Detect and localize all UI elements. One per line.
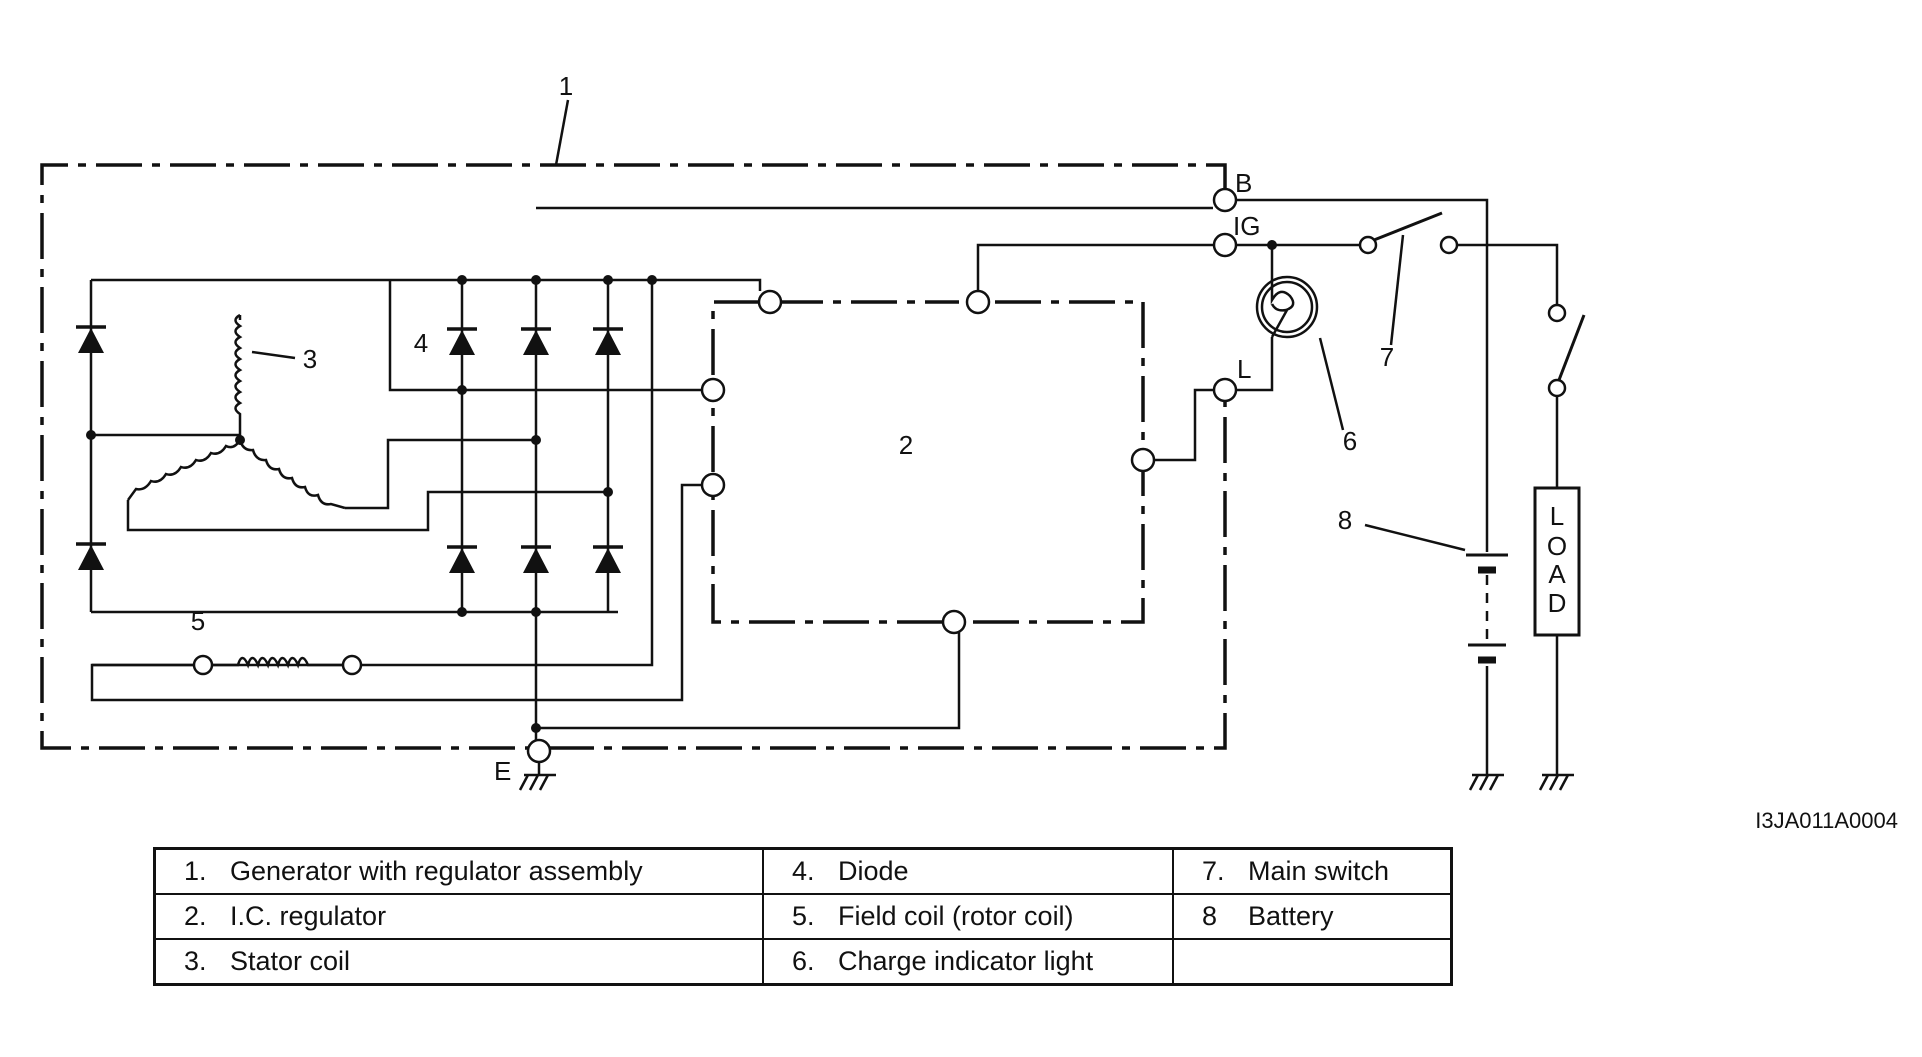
legend-cell: 6.Charge indicator light: [762, 938, 1174, 986]
callout-generator: 1: [559, 71, 573, 101]
wiring: [89, 198, 1559, 775]
callout-regulator: 2: [899, 430, 913, 460]
legend-cell: 7.Main switch: [1172, 847, 1453, 895]
legend-text: Diode: [838, 856, 909, 886]
callout-main-switch: 7: [1380, 342, 1394, 372]
field-coil: [92, 654, 363, 676]
callout-stator-coil: 3: [303, 344, 317, 374]
regulator-boundary: [711, 300, 1145, 624]
legend-text: Main switch: [1248, 856, 1390, 886]
generator-boundary: [40, 163, 1227, 750]
terminal-label-e: E: [494, 756, 511, 786]
legend-text: Charge indicator light: [838, 946, 1094, 976]
main-switch: [1358, 211, 1459, 255]
load-letter: L: [1550, 501, 1564, 531]
callout-field-coil: 5: [191, 606, 205, 636]
ground-symbols: [518, 773, 1574, 791]
diode-symbol: [591, 327, 625, 357]
legend-cell: 1.Generator with regulator assembly: [153, 847, 764, 895]
callout-battery: 8: [1338, 505, 1352, 535]
load-letter: O: [1547, 531, 1567, 561]
charge-indicator-lamp: [1255, 275, 1319, 339]
legend-cell: 3.Stator coil: [153, 938, 764, 986]
diode-symbol: [445, 545, 479, 575]
diode-symbol: [445, 327, 479, 357]
legend-cell: 5.Field coil (rotor coil): [762, 893, 1174, 940]
legend-text: Battery: [1248, 901, 1334, 931]
parts-legend-table: 1.Generator with regulator assembly 4.Di…: [153, 847, 1453, 986]
legend-row: 1.Generator with regulator assembly 4.Di…: [153, 847, 1453, 895]
legend-text: I.C. regulator: [230, 901, 387, 931]
legend-row: 3.Stator coil 6.Charge indicator light: [153, 938, 1453, 986]
diode-bridge: [74, 325, 625, 575]
legend-cell: [1172, 938, 1453, 986]
diode-symbol: [74, 325, 108, 355]
legend-cell: 4.Diode: [762, 847, 1174, 895]
diode-symbol: [519, 327, 553, 357]
load-box: L O A D: [1533, 486, 1581, 637]
legend-row: 2.I.C. regulator 5.Field coil (rotor coi…: [153, 893, 1453, 940]
diode-symbol: [519, 545, 553, 575]
terminal-label-l: L: [1237, 354, 1251, 384]
legend-text: Field coil (rotor coil): [838, 901, 1074, 931]
load-switch: [1547, 303, 1586, 398]
legend-text: Generator with regulator assembly: [230, 856, 643, 886]
junction-dots: [86, 240, 1277, 733]
legend-text: Stator coil: [230, 946, 351, 976]
alternator-wiring-diagram: L O A D 1 2 3 4 5 6 7 8 B IG L E I3JA011…: [40, 71, 1898, 833]
terminals: [526, 187, 1238, 764]
callout-charge-light: 6: [1343, 426, 1357, 456]
battery-symbol: [1466, 553, 1508, 664]
diode-symbol: [74, 542, 108, 572]
figure-code: I3JA011A0004: [1755, 808, 1898, 833]
terminal-label-ig: IG: [1233, 211, 1260, 241]
stator-coil: [126, 313, 346, 510]
load-letter: A: [1548, 559, 1566, 589]
callout-diode: 4: [414, 328, 428, 358]
terminal-label-b: B: [1235, 168, 1252, 198]
legend-cell: 2.I.C. regulator: [153, 893, 764, 940]
diode-symbol: [591, 545, 625, 575]
leader-lines: [251, 99, 1466, 552]
load-letter: D: [1548, 588, 1567, 618]
